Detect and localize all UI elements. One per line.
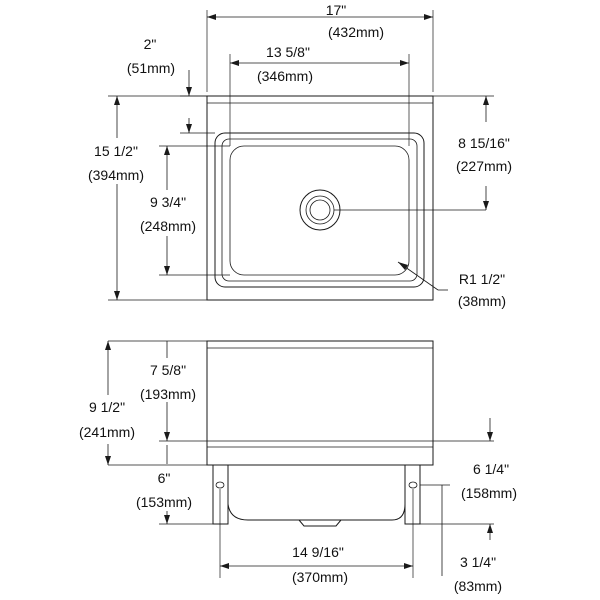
bowl-depth-metric: (248mm) bbox=[140, 218, 196, 234]
bowl-width-label: 13 5/8" bbox=[266, 44, 310, 60]
apron-height-metric: (193mm) bbox=[140, 386, 196, 402]
dim-bowl-drop: 6" (153mm) bbox=[136, 445, 213, 525]
dim-bracket-bottom: 3 1/4" (83mm) bbox=[420, 485, 502, 594]
bracket-bottom-metric: (83mm) bbox=[454, 578, 502, 594]
overall-width-metric: (432mm) bbox=[328, 24, 384, 40]
front-apron bbox=[206, 340, 434, 466]
drain-location-label: 8 15/16" bbox=[458, 135, 510, 151]
right-bracket-hole bbox=[408, 481, 418, 489]
right-wall-bracket bbox=[404, 464, 421, 525]
corner-radius-label: R1 1/2" bbox=[459, 271, 505, 287]
dim-bracket-spacing: 14 9/16" (370mm) bbox=[219, 489, 414, 585]
bracket-height-metric: (158mm) bbox=[461, 485, 517, 501]
bracket-spacing-metric: (370mm) bbox=[292, 569, 348, 585]
overall-height-metric: (241mm) bbox=[79, 424, 135, 440]
dim-bowl-depth: 9 3/4" (248mm) bbox=[140, 145, 230, 276]
bowl-underside bbox=[227, 465, 406, 521]
bracket-bottom-label: 3 1/4" bbox=[460, 554, 496, 570]
drain-inner-ring bbox=[309, 199, 331, 221]
bowl-width-metric: (346mm) bbox=[257, 68, 313, 84]
dim-bracket-height: 6 1/4" (158mm) bbox=[420, 418, 517, 501]
overall-depth-label: 15 1/2" bbox=[94, 143, 138, 159]
bowl-drop-metric: (153mm) bbox=[136, 494, 192, 510]
bowl-depth-label: 9 3/4" bbox=[150, 194, 186, 210]
apron-height-label: 7 5/8" bbox=[150, 362, 186, 378]
top-view bbox=[206, 95, 486, 301]
bowl-drop-label: 6" bbox=[158, 470, 171, 486]
dim-drain-location: 8 15/16" (227mm) bbox=[433, 95, 512, 210]
dim-back-ledge: 2" (51mm) bbox=[127, 36, 215, 134]
front-view bbox=[206, 340, 434, 527]
dim-overall-width: 17" (432mm) bbox=[206, 2, 434, 92]
overall-height-label: 9 1/2" bbox=[89, 399, 125, 415]
drain-location-metric: (227mm) bbox=[456, 158, 512, 174]
left-bracket-hole bbox=[215, 481, 225, 489]
bracket-spacing-label: 14 9/16" bbox=[292, 544, 344, 560]
corner-radius-metric: (38mm) bbox=[458, 293, 506, 309]
sink-top-outline bbox=[206, 95, 434, 301]
dim-overall-height: 9 1/2" (241mm) bbox=[79, 340, 207, 466]
drain-outlet bbox=[298, 519, 342, 527]
back-ledge-label: 2" bbox=[144, 36, 157, 52]
dim-bowl-width: 13 5/8" (346mm) bbox=[229, 44, 410, 146]
bowl-basin bbox=[229, 145, 410, 276]
bracket-height-label: 6 1/4" bbox=[473, 461, 509, 477]
overall-width-label: 17" bbox=[326, 2, 347, 18]
dim-overall-depth: 15 1/2" (394mm) bbox=[88, 95, 207, 301]
left-wall-bracket bbox=[212, 464, 229, 525]
dim-corner-radius: R1 1/2" (38mm) bbox=[397, 261, 506, 309]
dim-apron-height: 7 5/8" (193mm) bbox=[140, 341, 207, 442]
overall-depth-metric: (394mm) bbox=[88, 167, 144, 183]
back-ledge-metric: (51mm) bbox=[127, 60, 175, 76]
